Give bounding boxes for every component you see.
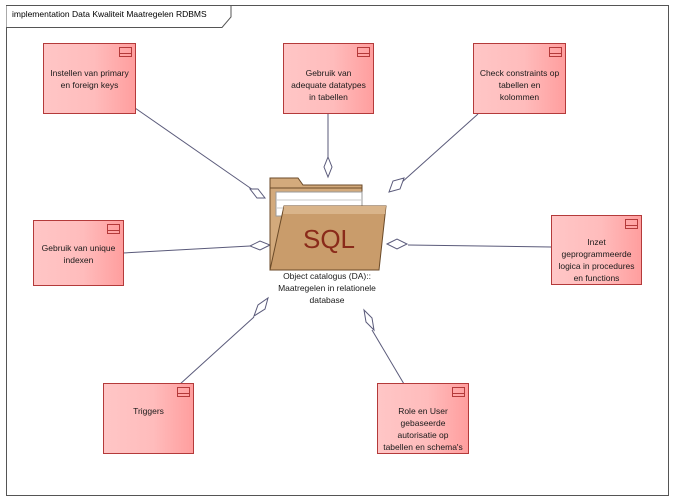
requirement-label: Inzet geprogrammeerde logica in procedur…	[558, 237, 635, 283]
requirement-label: Instellen van primary en foreign keys	[50, 68, 129, 90]
requirement-role-user-autorisatie[interactable]: Role en User gebaseerde autorisatie op t…	[377, 383, 469, 454]
connector-line	[134, 107, 257, 193]
requirement-check-constraints[interactable]: Check constraints op tabellen en kolomme…	[473, 43, 566, 114]
sql-icon-text: SQL	[303, 224, 355, 254]
frame-title-tab	[6, 5, 232, 28]
connector-line	[122, 245, 251, 254]
connector-diamond	[323, 155, 333, 179]
requirement-tag-icon	[177, 387, 190, 397]
connector-diamond	[363, 308, 375, 332]
connector-diamond	[248, 240, 272, 251]
requirement-adequate-datatypes[interactable]: Gebruik van adequate datatypes in tabell…	[283, 43, 374, 114]
connector-diamond	[253, 296, 269, 318]
frame-title: implementation Data Kwaliteit Maatregele…	[12, 9, 207, 19]
requirement-triggers[interactable]: Triggers	[103, 383, 194, 454]
sql-folder-icon: SQL	[269, 177, 387, 271]
requirement-tag-icon	[549, 47, 562, 57]
requirement-label: Gebruik van adequate datatypes in tabell…	[291, 68, 366, 102]
connector-diamond	[388, 177, 405, 193]
requirement-tag-icon	[107, 224, 120, 234]
connectors	[122, 107, 552, 386]
requirement-procedures-functions[interactable]: Inzet geprogrammeerde logica in procedur…	[551, 215, 642, 285]
connector-line	[400, 113, 479, 184]
requirement-primary-foreign-keys[interactable]: Instellen van primary en foreign keys	[43, 43, 136, 114]
requirement-label: Check constraints op tabellen en kolomme…	[479, 68, 560, 102]
connector-line	[371, 329, 405, 385]
object-catalogus-label: Object catalogus (DA):: Maatregelen in r…	[278, 271, 376, 305]
requirement-label: Role en User gebaseerde autorisatie op t…	[383, 406, 463, 452]
requirement-tag-icon	[357, 47, 370, 57]
requirement-unique-indexen[interactable]: Gebruik van unique indexen	[33, 220, 124, 286]
requirement-tag-icon	[625, 219, 638, 229]
connector-diamond	[248, 188, 267, 199]
connector-line	[407, 244, 552, 248]
requirement-tag-icon	[119, 47, 132, 57]
connector-diamond	[385, 238, 409, 250]
requirement-label: Triggers	[133, 406, 164, 416]
requirement-tag-icon	[452, 387, 465, 397]
requirement-label: Gebruik van unique indexen	[41, 243, 116, 265]
connector-line	[178, 316, 255, 386]
